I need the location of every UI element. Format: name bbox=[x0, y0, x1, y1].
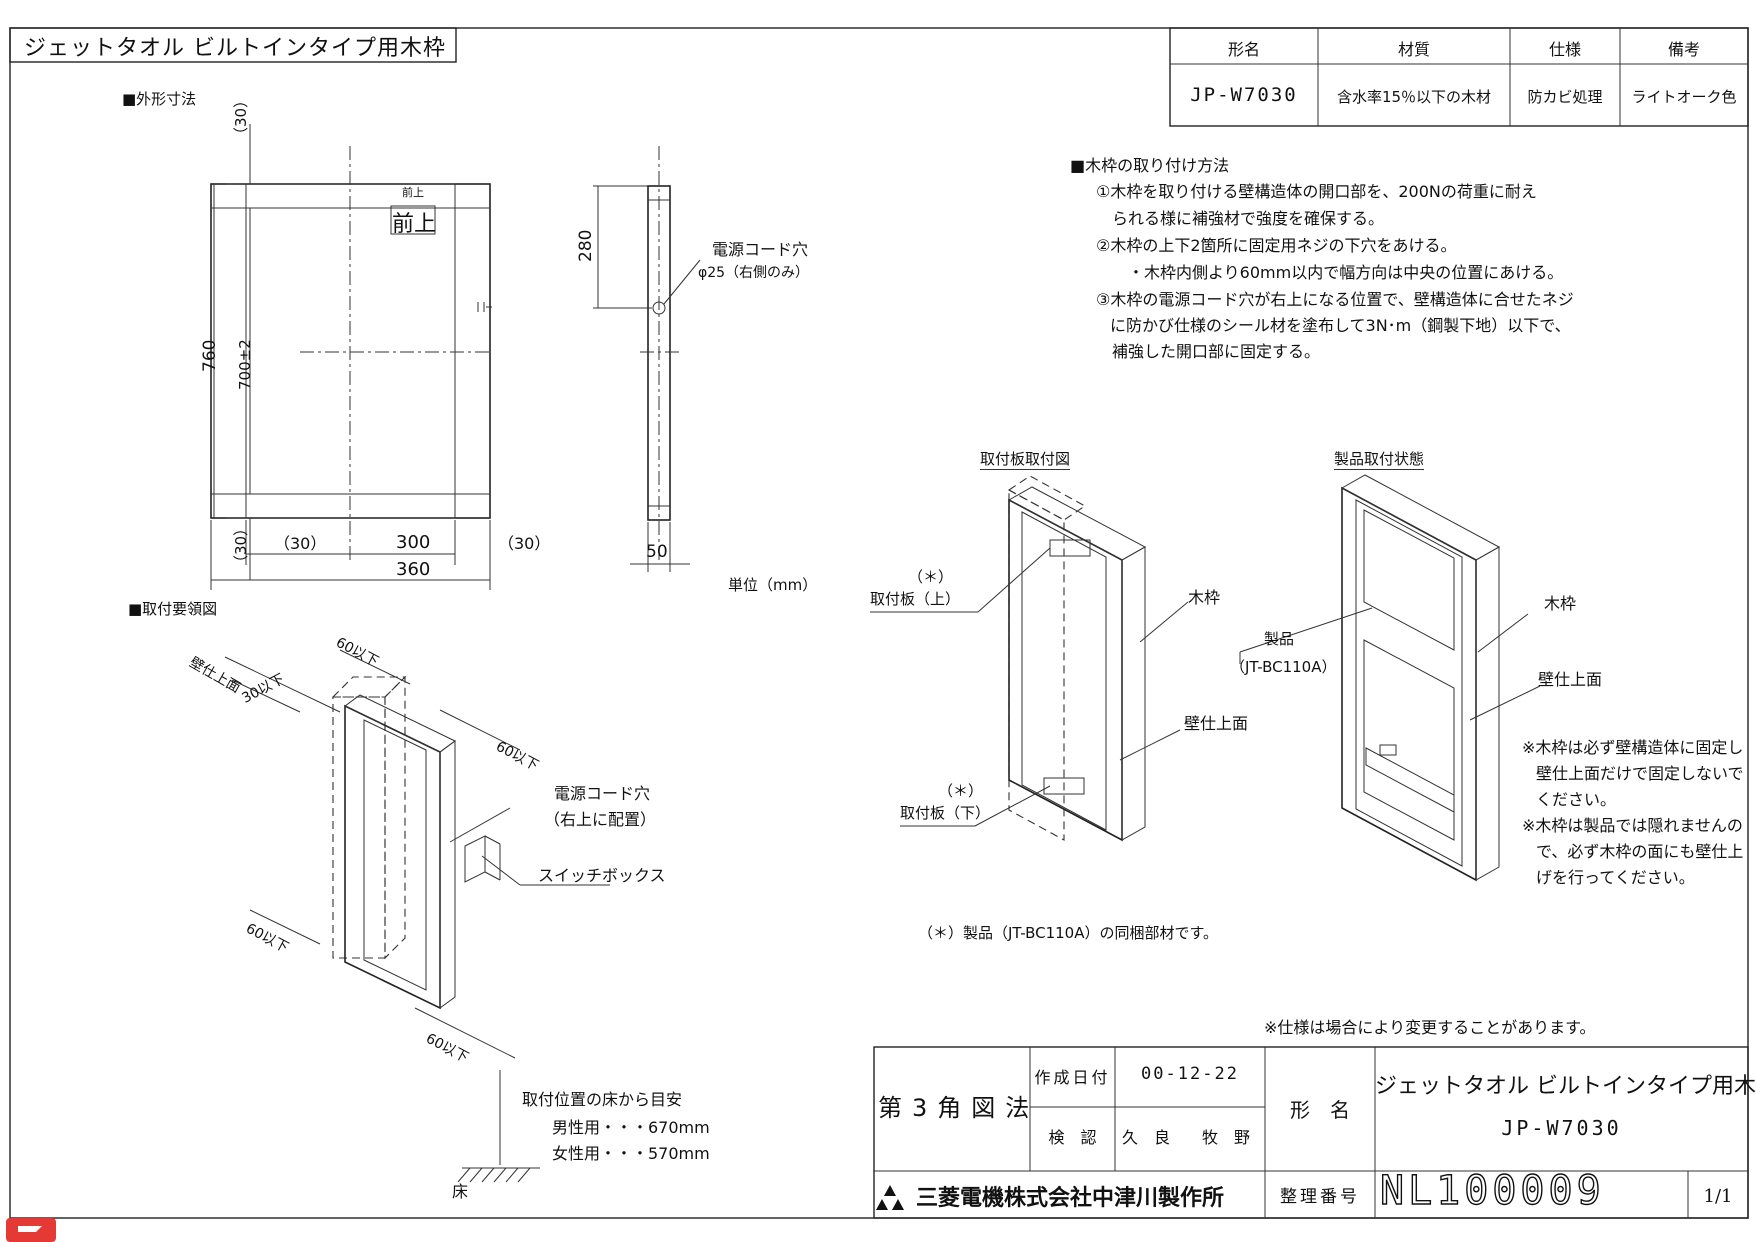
front-top-mark: 前上 bbox=[392, 212, 437, 237]
install-guide-view bbox=[224, 649, 610, 1183]
dim-cord-height-280: 280 bbox=[576, 229, 596, 262]
company-name: 三菱電機株式会社中津川製作所 bbox=[916, 1186, 1225, 1211]
page-title: ジェットタオル ビルトインタイプ用木枠 bbox=[24, 36, 446, 61]
method-line-5: ③木枠の電源コード穴が右上になる位置で、壁構造体に合せたネジ bbox=[1096, 290, 1574, 309]
method-line-2: られる様に補強材で強度を確保する。 bbox=[1112, 209, 1385, 228]
reference-label: 整理番号 bbox=[1280, 1187, 1360, 1207]
label-wall-finish-plate: 壁仕上面 bbox=[1184, 714, 1249, 733]
label-cord-hole-position: （右上に配置） bbox=[544, 810, 657, 829]
method-line-4: ・木枠内側より60mm以内で幅方向は中央の位置にあける。 bbox=[1128, 263, 1564, 282]
created-date-label: 作成日付 bbox=[1034, 1068, 1111, 1087]
dim-bottom-30: （30） bbox=[232, 520, 250, 570]
projection-method: 第3角図法 bbox=[878, 1094, 1040, 1122]
spec-header-material: 材質 bbox=[1397, 40, 1430, 59]
label-plate-top: 取付板（上） bbox=[870, 590, 961, 608]
method-line-3: ②木枠の上下2箇所に固定用ネジの下穴をあける。 bbox=[1096, 236, 1457, 255]
model-number: JP-W7030 bbox=[1501, 1116, 1622, 1140]
spec-header-model: 形名 bbox=[1227, 40, 1260, 59]
product-name: ジェットタオル ビルトインタイプ用木枠 bbox=[1375, 1074, 1756, 1099]
corner-stamp-icon bbox=[6, 1218, 56, 1242]
label-plate-bottom: 取付板（下） bbox=[900, 804, 991, 822]
label-floor: 床 bbox=[452, 1182, 469, 1201]
dim-right-30: （30） bbox=[498, 534, 551, 553]
dim-top-30: （30） bbox=[232, 92, 250, 142]
front-top-mark-small: 前上 bbox=[402, 186, 424, 199]
section-install-method: ■木枠の取り付け方法 bbox=[1070, 156, 1230, 175]
method-line-6: に防かび仕様のシール材を塗布して3N･m（鋼製下地）以下で、 bbox=[1110, 316, 1571, 335]
product-note-6: げを行ってください。 bbox=[1536, 868, 1695, 887]
label-floor-guide: 取付位置の床から目安 bbox=[522, 1090, 683, 1109]
spec-value-material: 含水率15％以下の木材 bbox=[1336, 88, 1492, 106]
label-cord-hole: 電源コード穴 bbox=[712, 240, 809, 259]
product-note-5: で、必ず木枠の面にも壁仕上 bbox=[1536, 842, 1744, 861]
title-box-frame bbox=[9, 27, 457, 63]
product-note-1: ※木枠は必ず壁構造体に固定し bbox=[1522, 738, 1744, 757]
plate-figure-view bbox=[870, 475, 1189, 842]
spec-header-spec: 仕様 bbox=[1548, 40, 1581, 59]
product-note-3: ください。 bbox=[1536, 790, 1617, 809]
method-line-1: ①木枠を取り付ける壁構造体の開口部を、200Nの荷重に耐え bbox=[1096, 182, 1537, 201]
checker-1: 久 良 bbox=[1122, 1128, 1171, 1147]
created-date: 00-12-22 bbox=[1141, 1064, 1239, 1084]
reference-number: NL100009 bbox=[1379, 1167, 1605, 1214]
label-unit: 単位（mm） bbox=[728, 576, 818, 594]
label-star-top: （＊） bbox=[908, 568, 954, 586]
label-product: 製品 bbox=[1264, 630, 1295, 648]
section-install-guide: ■取付要領図 bbox=[128, 600, 218, 618]
label-wood-frame-plate: 木枠 bbox=[1188, 588, 1221, 607]
title-block-grid bbox=[873, 1046, 1749, 1219]
page-count: 1/1 bbox=[1703, 1186, 1733, 1207]
method-line-7: 補強した開口部に固定する。 bbox=[1112, 342, 1321, 361]
dim-width-360: 360 bbox=[396, 559, 431, 580]
label-cord-hole-diameter: φ25（右側のみ） bbox=[698, 265, 810, 281]
label-bundled-note: （＊）製品（JT-BC110A）の同梱部材です。 bbox=[918, 924, 1218, 942]
dim-height-760: 760 bbox=[200, 339, 220, 372]
label-male-height: 男性用・・・670mm bbox=[552, 1118, 710, 1137]
model-label: 形 名 bbox=[1290, 1098, 1350, 1122]
label-cord-hole-install: 電源コード穴 bbox=[554, 784, 651, 803]
spec-header-remarks: 備考 bbox=[1667, 40, 1700, 59]
dim-height-700: 700±2 bbox=[236, 339, 254, 390]
company-logo bbox=[876, 1185, 904, 1210]
label-wall-finish-product: 壁仕上面 bbox=[1538, 670, 1603, 689]
dim-left-30: （30） bbox=[274, 534, 327, 553]
spec-value-spec: 防カビ処理 bbox=[1527, 88, 1603, 106]
section-plate-figure: 取付板取付図 bbox=[980, 450, 1071, 470]
label-female-height: 女性用・・・570mm bbox=[552, 1144, 710, 1163]
checker-2: 牧 野 bbox=[1202, 1128, 1251, 1147]
dim-depth-50: 50 bbox=[646, 542, 668, 562]
label-star-bottom: （＊） bbox=[938, 782, 984, 800]
sheet-border bbox=[9, 27, 1749, 1219]
label-wood-frame-product: 木枠 bbox=[1544, 594, 1577, 613]
product-figure-view bbox=[1239, 474, 1541, 882]
front-view bbox=[210, 124, 492, 590]
dim-width-300: 300 bbox=[396, 532, 431, 553]
product-note-2: 壁仕上面だけで固定しないで bbox=[1536, 764, 1744, 783]
side-view bbox=[593, 146, 701, 572]
section-product-figure: 製品取付状態 bbox=[1334, 450, 1425, 470]
product-note-4: ※木枠は製品では隠れませんの bbox=[1522, 816, 1743, 835]
label-product-model: （JT-BC110A） bbox=[1230, 658, 1337, 676]
check-label: 検 認 bbox=[1048, 1128, 1097, 1147]
spec-table-grid bbox=[1169, 27, 1749, 127]
label-switch-box: スイッチボックス bbox=[538, 866, 666, 885]
spec-change-note: ※仕様は場合により変更することがあります。 bbox=[1264, 1018, 1596, 1037]
section-outline-dimensions: ■外形寸法 bbox=[122, 90, 197, 108]
spec-value-model: JP-W7030 bbox=[1190, 84, 1298, 106]
spec-value-remarks: ライトオーク色 bbox=[1631, 88, 1737, 106]
